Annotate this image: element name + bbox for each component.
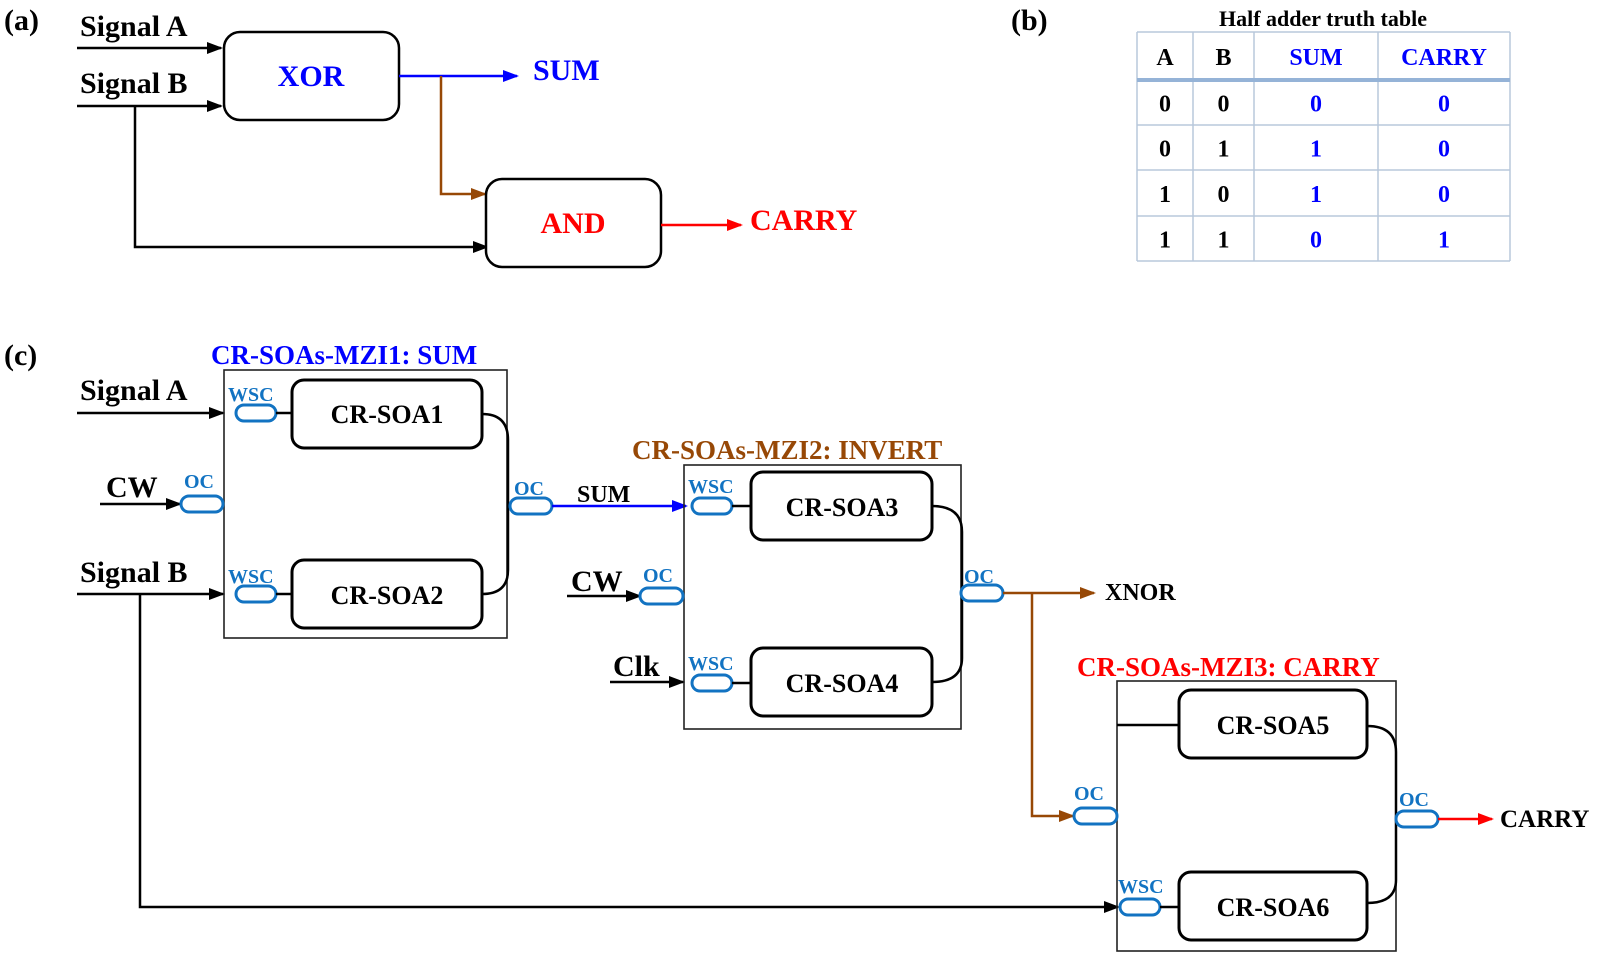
table-cell: 0 bbox=[1218, 92, 1230, 118]
table-cell: 1 bbox=[1310, 182, 1322, 208]
table-cell: 0 bbox=[1310, 228, 1322, 254]
signal-a-label: Signal A bbox=[80, 10, 188, 43]
cr-soa1-label: CR-SOA1 bbox=[331, 400, 444, 429]
mzi2-oc-in-label: OC bbox=[643, 565, 673, 587]
mzi1-wsc1-coupler bbox=[234, 403, 278, 423]
mzi2-wsc1-label: WSC bbox=[688, 476, 734, 498]
mzi2-oc-out-coupler bbox=[959, 583, 1005, 603]
mzi3-wsc-label: WSC bbox=[1118, 876, 1164, 898]
mzi2-cw-label: CW bbox=[571, 565, 623, 598]
mzi1-oc-out-coupler bbox=[508, 496, 554, 516]
mzi1-wsc2-label: WSC bbox=[228, 566, 274, 588]
mzi2-oc-out-label: OC bbox=[964, 566, 994, 588]
cr-soa6-label: CR-SOA6 bbox=[1217, 893, 1330, 922]
table-header-cell: B bbox=[1215, 45, 1231, 71]
table-cell: 1 bbox=[1218, 228, 1230, 254]
truth-table-title: Half adder truth table bbox=[1219, 6, 1427, 31]
signal-b-to-and-wire bbox=[133, 106, 489, 253]
table-cell: 0 bbox=[1159, 92, 1171, 118]
mzi2-wsc2-coupler bbox=[690, 673, 734, 693]
mzi1-wsc2-coupler bbox=[234, 584, 278, 604]
carry-signal-label: CARRY bbox=[1500, 806, 1589, 833]
table-cell: 0 bbox=[1218, 182, 1230, 208]
mzi3-title: CR-SOAs-MZI3: CARRY bbox=[1077, 652, 1380, 682]
signal-b-to-mzi3-wire bbox=[138, 594, 1120, 913]
cr-soa2-label: CR-SOA2 bbox=[331, 581, 444, 610]
sum-signal-label: SUM bbox=[577, 482, 630, 508]
carry-output-label: CARRY bbox=[750, 204, 858, 237]
mzi1-cw-label: CW bbox=[106, 471, 158, 504]
table-cell: 1 bbox=[1218, 137, 1230, 163]
mzi1-signal-a-label: Signal A bbox=[80, 374, 188, 407]
mzi3-oc-in-label: OC bbox=[1074, 783, 1104, 805]
mzi3-oc-out-coupler bbox=[1394, 809, 1440, 829]
table-cell: 0 bbox=[1310, 92, 1322, 118]
mzi1-oc-in-coupler bbox=[179, 494, 225, 514]
table-cell: 0 bbox=[1438, 92, 1450, 118]
table-header-cell: SUM bbox=[1289, 45, 1342, 71]
mzi2-oc-in-coupler bbox=[638, 586, 685, 606]
table-cell: 0 bbox=[1159, 137, 1171, 163]
xor-to-and-wire bbox=[439, 76, 487, 200]
cr-soa3-label: CR-SOA3 bbox=[786, 493, 899, 522]
xor-gate-label: XOR bbox=[278, 60, 345, 93]
table-cell: 1 bbox=[1159, 182, 1171, 208]
truth-table: A B SUM CARRY 0 0 0 0 0 1 1 0 1 0 1 0 1 1 0 1 bbox=[1136, 31, 1511, 262]
table-cell: 1 bbox=[1438, 228, 1450, 254]
and-gate-label: AND bbox=[541, 207, 606, 240]
table-cell: 1 bbox=[1310, 137, 1322, 163]
sum-output-label: SUM bbox=[533, 54, 600, 87]
mzi1-title: CR-SOAs-MZI1: SUM bbox=[211, 340, 477, 370]
panel-c-label: (c) bbox=[4, 339, 37, 372]
table-header-cell: A bbox=[1156, 45, 1174, 71]
mzi1-signal-b-label: Signal B bbox=[80, 556, 188, 589]
mzi1-combiner-arm bbox=[481, 412, 510, 596]
cr-soa4-label: CR-SOA4 bbox=[786, 669, 899, 698]
signal-b-label: Signal B bbox=[80, 67, 188, 100]
table-cell: 1 bbox=[1159, 228, 1171, 254]
mzi3-combiner-arm bbox=[1366, 724, 1398, 905]
xnor-signal-label: XNOR bbox=[1105, 580, 1176, 606]
table-cell: 0 bbox=[1438, 137, 1450, 163]
panel-b-label: (b) bbox=[1011, 4, 1048, 37]
mzi3-oc-out-label: OC bbox=[1399, 789, 1429, 811]
cr-soa6 bbox=[1177, 870, 1369, 942]
mzi2-title: CR-SOAs-MZI2: INVERT bbox=[632, 435, 942, 465]
mzi2-wsc2-label: WSC bbox=[688, 653, 734, 675]
table-cell: 0 bbox=[1438, 182, 1450, 208]
mzi1-oc-out-label: OC bbox=[514, 478, 544, 500]
mzi1-wsc1-label: WSC bbox=[228, 384, 274, 406]
mzi3-wsc-coupler bbox=[1118, 897, 1162, 917]
mzi3-oc-in-coupler bbox=[1072, 806, 1119, 826]
xnor-to-mzi3-wire bbox=[1030, 593, 1075, 822]
panel-b: (b) Half adder truth table A B SUM CARRY 0 0 0… bbox=[1011, 4, 1511, 262]
mzi2-combiner-arm bbox=[931, 504, 964, 684]
cr-soa5-label: CR-SOA5 bbox=[1217, 711, 1330, 740]
panel-c: (c) CR-SOAs-MZI1: SUM Signal A WSC CR-SO… bbox=[4, 339, 1589, 952]
panel-a-label: (a) bbox=[4, 4, 39, 37]
mzi2-clk-label: Clk bbox=[613, 650, 660, 683]
and-gate bbox=[484, 177, 663, 269]
cr-soa5 bbox=[1177, 688, 1369, 760]
panel-a: (a) Signal A Signal B XOR SUM AND CARRY bbox=[4, 4, 858, 269]
table-header-cell: CARRY bbox=[1401, 45, 1487, 71]
mzi2-wsc1-coupler bbox=[690, 496, 734, 516]
mzi1-oc-in-label: OC bbox=[184, 471, 214, 493]
